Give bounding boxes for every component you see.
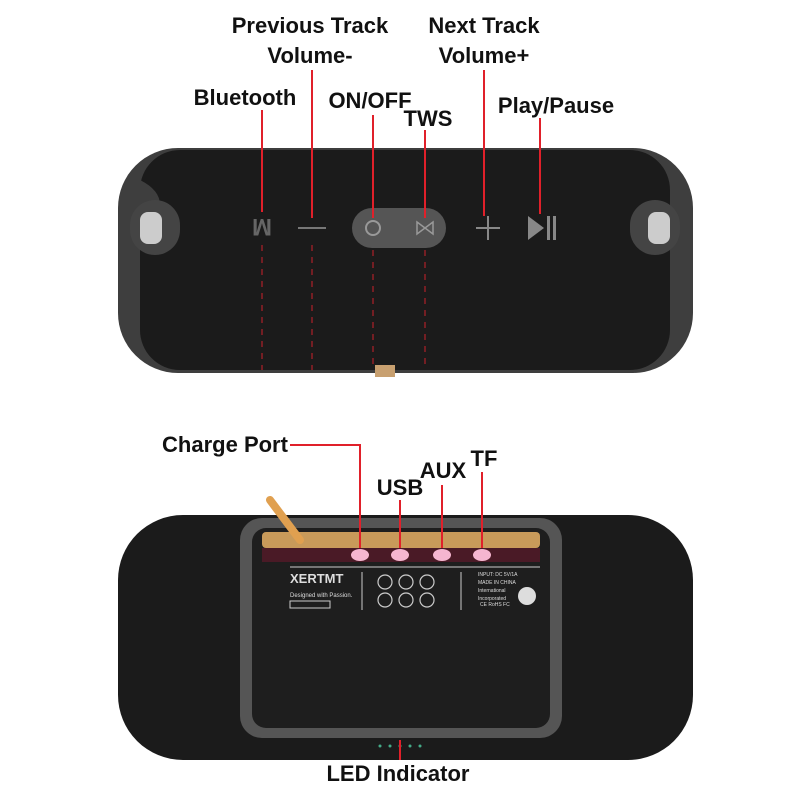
- tws-icon[interactable]: [416, 220, 434, 236]
- label-tagline: Designed with Passion.: [290, 593, 353, 599]
- label-charge-port: Charge Port: [162, 432, 289, 457]
- label-volume-plus: Volume+: [439, 43, 530, 68]
- label-led-indicator: LED Indicator: [326, 761, 469, 786]
- label-line3: International: [478, 588, 506, 594]
- label-bluetooth: Bluetooth: [194, 85, 297, 110]
- strap-ring-left: [140, 212, 162, 244]
- label-marks: CE RoHS FC: [480, 602, 510, 608]
- label-input: INPUT: DC 5V/1A: [478, 572, 518, 578]
- label-usb: USB: [377, 475, 423, 500]
- play-pause-icon[interactable]: [528, 216, 556, 240]
- label-volume-minus: Volume-: [267, 43, 352, 68]
- label-play-pause: Play/Pause: [498, 93, 614, 118]
- label-tws: TWS: [404, 106, 453, 131]
- label-on-off: ON/OFF: [328, 88, 411, 113]
- strap-ring-right: [648, 212, 670, 244]
- pointer-lines-top: [261, 70, 541, 218]
- certification-icons: [377, 574, 435, 608]
- ports: [351, 549, 491, 561]
- power-tws-button-pill: [352, 208, 446, 248]
- seal-sticker: [518, 587, 536, 605]
- label-next-track: Next Track: [428, 13, 540, 38]
- plus-icon[interactable]: [476, 216, 500, 240]
- label-previous-track: Previous Track: [232, 13, 389, 38]
- bluetooth-m-icon[interactable]: M: [252, 213, 272, 240]
- speaker-top-body: [140, 150, 670, 370]
- charge-port[interactable]: [351, 549, 369, 561]
- usb-port[interactable]: [391, 549, 409, 561]
- label-aux: AUX: [420, 458, 467, 483]
- aux-port[interactable]: [433, 549, 451, 561]
- tf-slot[interactable]: [473, 549, 491, 561]
- label-line4: Incorporated: [478, 596, 506, 602]
- power-icon[interactable]: [365, 220, 381, 236]
- speaker-top-view: M: [118, 70, 693, 377]
- speaker-back-view: XERTMT Designed with Passion. INPUT: DC …: [118, 444, 693, 760]
- label-tf: TF: [471, 446, 498, 471]
- pointer-lines-back: [290, 444, 483, 760]
- label-made-in: MADE IN CHINA: [478, 580, 516, 586]
- label-brand: XERTMT: [290, 571, 344, 586]
